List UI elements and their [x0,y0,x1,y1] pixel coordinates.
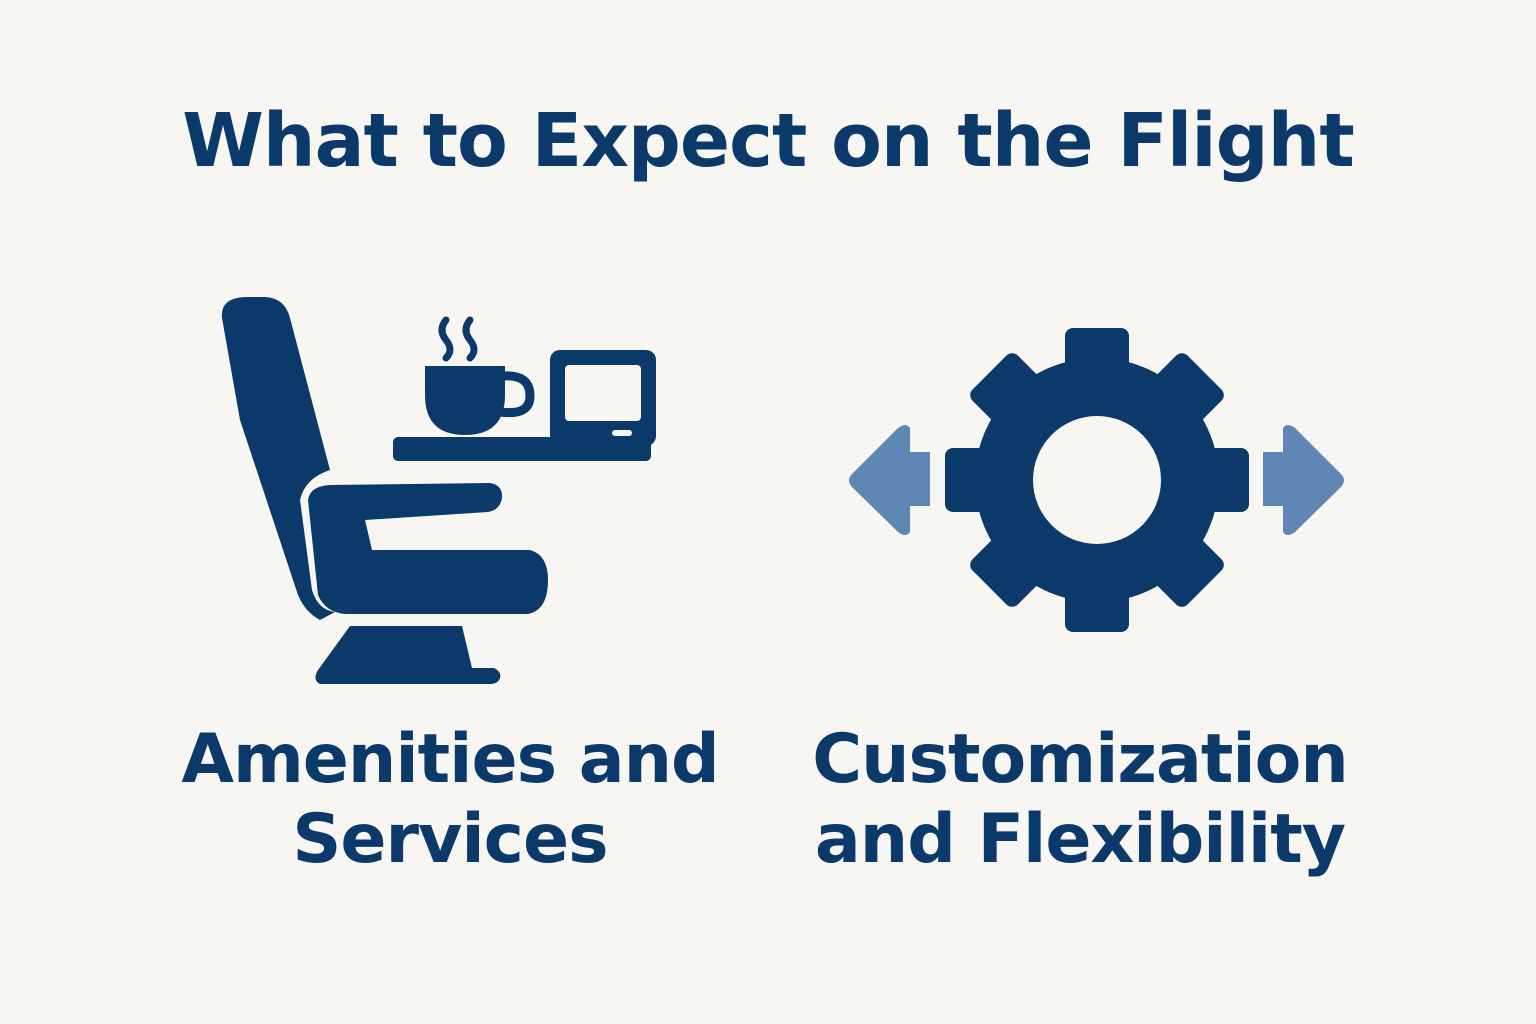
gear-with-arrows-icon [849,328,1344,632]
amenities-label-line1: Amenities and [181,720,719,799]
screen-monitor-icon [550,350,656,446]
airplane-seat-icon [221,297,548,684]
gear-icon [945,328,1249,632]
customization-label: Customization and Flexibility [780,720,1380,880]
right-arrow-icon [1263,425,1344,535]
amenities-label: Amenities and Services [150,720,750,880]
coffee-cup-icon [425,316,535,435]
customization-label-line2: and Flexibility [814,800,1346,879]
customization-label-line1: Customization [812,720,1349,799]
amenities-label-line2: Services [292,800,608,879]
left-arrow-icon [849,425,930,535]
page-title: What to Expect on the Flight [182,98,1354,184]
